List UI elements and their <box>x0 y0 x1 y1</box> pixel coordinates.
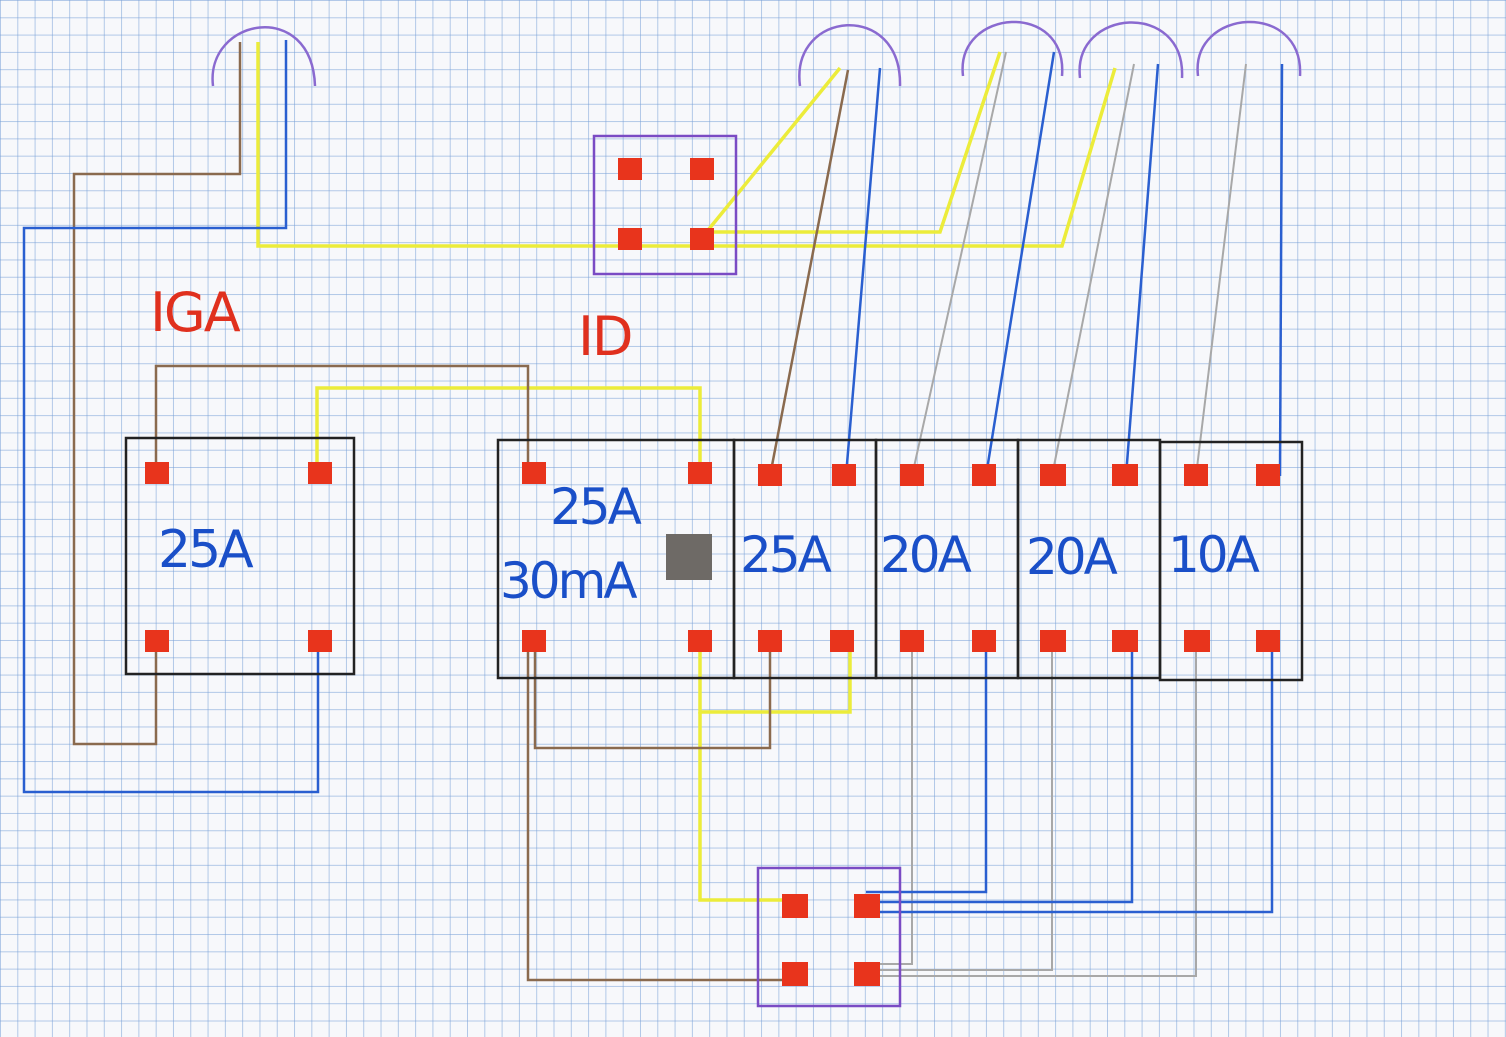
load-arc-circuit-1 <box>798 23 902 87</box>
load-arc-circuit-3 <box>1078 21 1184 79</box>
load-arc-main <box>211 26 317 87</box>
iga-label: IGA <box>150 281 241 344</box>
breaker-differential-rating: 25A <box>550 478 642 536</box>
grey-wires <box>866 51 1247 977</box>
phase-wires <box>72 42 850 982</box>
terminals <box>145 158 1280 986</box>
load-arc-circuit-2 <box>961 20 1064 77</box>
breaker-4-box <box>1158 440 1304 682</box>
load-arc-circuit-4 <box>1196 20 1302 77</box>
breaker-differential-sensitivity: 30mA <box>500 552 638 610</box>
breaker-main-rating: 25A <box>158 520 254 580</box>
breaker-boxes <box>124 436 1304 682</box>
breaker-4-rating: 10A <box>1168 526 1260 584</box>
junction-box-top <box>592 134 738 276</box>
breaker-main-box <box>124 436 356 676</box>
id-label: ID <box>578 305 633 368</box>
earth-wires <box>256 42 1117 902</box>
load-arcs <box>211 20 1302 87</box>
test-button-icon <box>666 534 712 580</box>
breaker-3-rating: 20A <box>1026 528 1118 586</box>
breaker-2-rating: 20A <box>880 526 972 584</box>
junction-box-bottom <box>756 866 902 1008</box>
neutral-wires <box>22 40 1284 914</box>
breaker-1-rating: 25A <box>740 526 832 584</box>
